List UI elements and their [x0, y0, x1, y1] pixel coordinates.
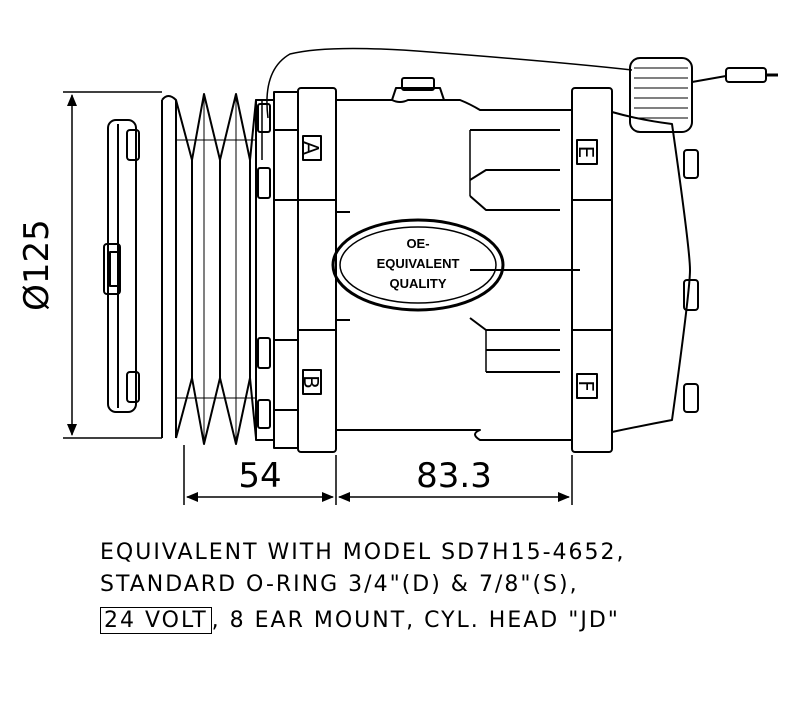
port-b-label: B [299, 375, 323, 389]
compressor-body [336, 77, 580, 441]
badge-line-1: OE- [406, 236, 429, 251]
diameter-dimension [63, 91, 162, 439]
port-f-label: F [574, 380, 598, 392]
port-a-label: A [299, 141, 323, 155]
oe-badge-frame [331, 218, 505, 312]
badge-line-2: EQUIVALENT [377, 256, 460, 271]
spec-line-1: EQUIVALENT WITH MODEL SD7H15-4652, [100, 540, 626, 565]
body-length-label: 83.3 [416, 456, 492, 496]
clutch-hub [103, 119, 140, 413]
length-dimensions [183, 445, 573, 505]
badge-line-3: QUALITY [389, 276, 446, 291]
spec-line-3-rest: , 8 EAR MOUNT, CYL. HEAD "JD" [211, 608, 620, 633]
rear-cover [611, 111, 699, 433]
clutch-wire [261, 47, 778, 160]
spec-line-2: STANDARD O-RING 3/4"(D) & 7/8"(S), [100, 572, 579, 597]
pulley-width-label: 54 [238, 456, 281, 496]
pulley [161, 93, 257, 445]
port-e-label: E [574, 146, 598, 159]
front-head [297, 87, 337, 453]
rear-head [571, 87, 613, 453]
diameter-label: Ø125 [17, 219, 57, 311]
spec-line-3: 24 VOLT, 8 EAR MOUNT, CYL. HEAD "JD" [100, 607, 620, 634]
voltage-box: 24 VOLT [100, 607, 212, 634]
